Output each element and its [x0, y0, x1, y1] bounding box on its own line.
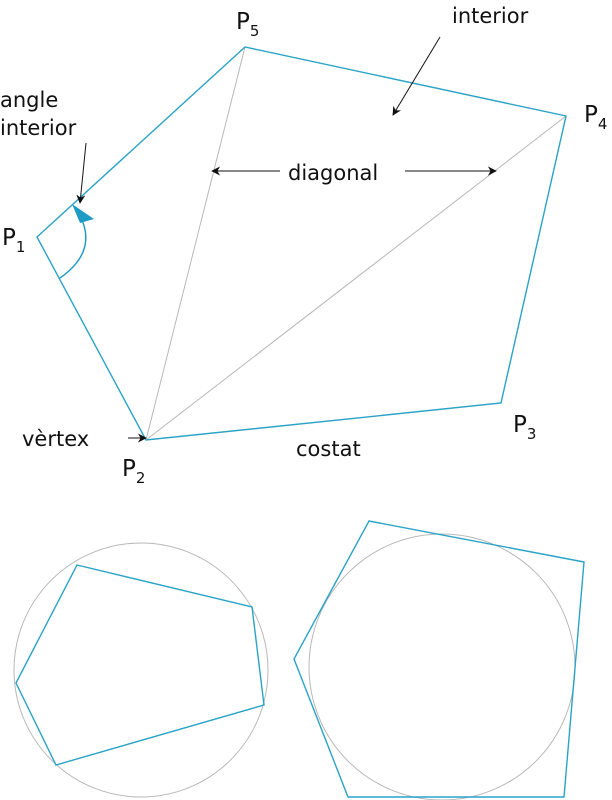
annotation-arrows	[76, 36, 497, 443]
inscribed-pentagon-figure	[13, 542, 269, 798]
inscribed-circle	[308, 533, 576, 800]
vertex-name-p2: P2	[122, 456, 145, 487]
text-labels: angle interior interior diagonal vèrtex …	[0, 4, 607, 487]
circumscribed-pentagon	[293, 520, 585, 798]
vertex-label: vèrtex	[22, 427, 89, 451]
angle-arrowhead-icon	[72, 204, 94, 223]
arrow-icon	[76, 142, 87, 204]
side-label: costat	[296, 437, 361, 461]
interior-label: interior	[452, 4, 529, 28]
inscribed-pentagon	[15, 564, 265, 766]
vertex-name-p3: P3	[513, 412, 536, 443]
angle-interior-label-line2: interior	[0, 116, 77, 140]
diagonal-label: diagonal	[288, 161, 378, 185]
arrow-icon	[392, 36, 441, 116]
pentagon-outline	[36, 46, 567, 441]
angle-interior-label-line1: angle	[0, 88, 58, 112]
circumscribed-circle	[13, 542, 269, 798]
circumscribed-pentagon-figure	[293, 520, 585, 800]
main-pentagon	[36, 46, 567, 441]
vertex-name-p5: P5	[236, 9, 259, 40]
diagonal-p2-p5	[145, 46, 246, 441]
vertex-name-p1: P1	[2, 225, 25, 256]
vertex-name-p4: P4	[584, 102, 607, 133]
